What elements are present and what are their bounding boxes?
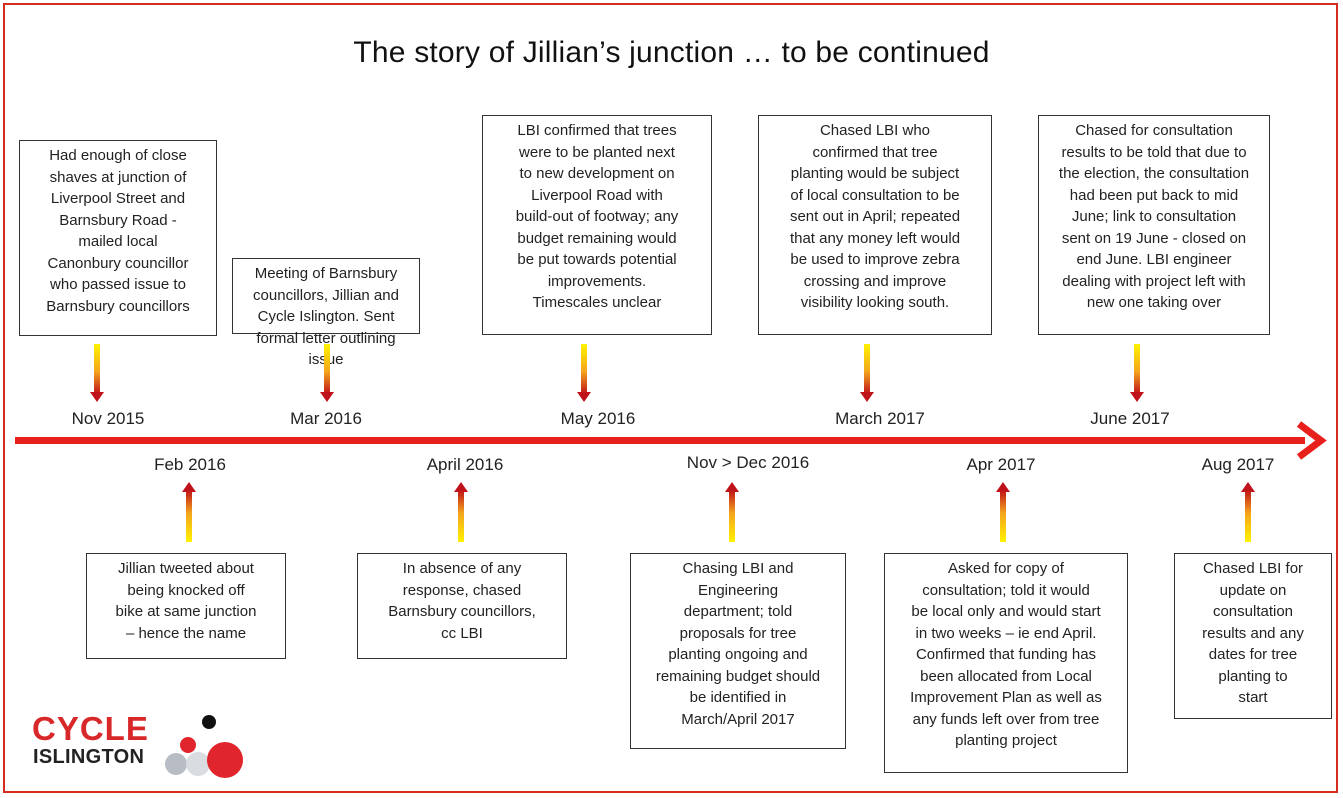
arrow-up-aug-2017 <box>1241 482 1255 542</box>
event-box-apr-2017: Asked for copy of consultation; told it … <box>884 553 1128 773</box>
date-label-apr-2017: Apr 2017 <box>966 455 1036 474</box>
arrow-up-april-2016 <box>454 482 468 542</box>
date-label-april-2016: April 2016 <box>426 455 504 474</box>
arrow-down-nov-2015 <box>90 344 104 402</box>
diagram-border <box>3 3 1338 793</box>
date-label-nov-2015: Nov 2015 <box>71 409 145 428</box>
event-box-mar-2016: Meeting of Barnsbury councillors, Jillia… <box>232 258 420 368</box>
date-label-june-2017: June 2017 <box>1090 409 1170 428</box>
logo-dots-icon <box>165 715 243 778</box>
arrow-down-mar-2016 <box>320 344 334 402</box>
date-label-nov-dec-2016: Nov > Dec 2016 <box>686 453 810 472</box>
page-title: The story of Jillian’s junction … to be … <box>353 36 990 69</box>
cycle-islington-logo: CYCLE ISLINGTON <box>32 712 262 782</box>
event-box-may-2016: LBI confirmed that trees were to be plan… <box>482 115 712 335</box>
event-box-nov-dec-2016: Chasing LBI and Engineering department; … <box>630 553 846 749</box>
date-label-march-2017: March 2017 <box>835 409 925 428</box>
date-label-mar-2016: Mar 2016 <box>290 409 362 428</box>
arrow-up-nov-dec-2016 <box>725 482 739 542</box>
event-box-feb-2016: Jillian tweeted about being knocked off … <box>86 553 286 659</box>
timeline-arrow <box>15 421 1327 460</box>
date-label-feb-2016: Feb 2016 <box>154 455 226 474</box>
arrow-up-feb-2016 <box>182 482 196 542</box>
logo-text-islington: ISLINGTON <box>33 746 145 768</box>
event-box-june-2017: Chased for consultation results to be to… <box>1038 115 1270 335</box>
arrow-down-march-2017 <box>860 344 874 402</box>
arrow-up-apr-2017 <box>996 482 1010 542</box>
date-label-may-2016: May 2016 <box>560 409 636 428</box>
event-box-nov-2015: Had enough of close shaves at junction o… <box>19 140 217 336</box>
event-box-aug-2017: Chased LBI for update on consultation re… <box>1174 553 1332 719</box>
arrow-down-may-2016 <box>577 344 591 402</box>
logo-text-cycle: CYCLE <box>32 710 149 747</box>
date-label-aug-2017: Aug 2017 <box>1201 455 1275 474</box>
event-box-march-2017: Chased LBI who confirmed that tree plant… <box>758 115 992 335</box>
event-box-april-2016: In absence of any response, chased Barns… <box>357 553 567 659</box>
arrow-down-june-2017 <box>1130 344 1144 402</box>
